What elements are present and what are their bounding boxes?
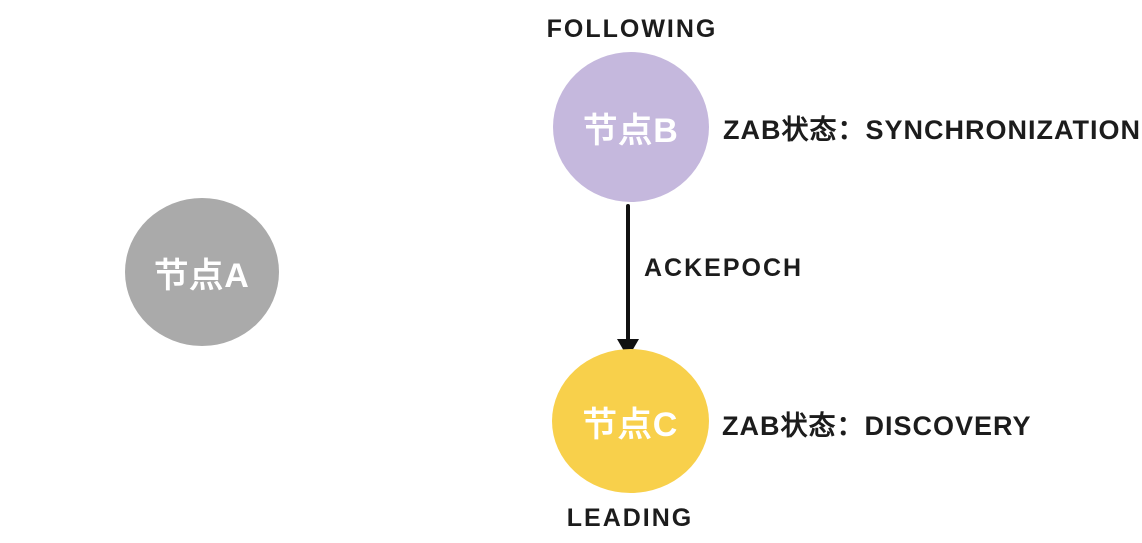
edge-b-to-c-label: ACKEPOCH [644,254,804,282]
edge-b-to-c-line [626,204,630,344]
node-b-zab-status: ZAB状态：SYNCHRONIZATION [723,115,1141,145]
node-c-circle: 节点C [552,349,709,493]
node-c-zab-status: ZAB状态：DISCOVERY [722,411,1032,441]
node-a-label: 节点A [154,256,250,295]
node-b-state-label: FOLLOWING [546,15,718,43]
node-b-circle: 节点B [553,52,709,202]
node-a-circle: 节点A [125,198,279,346]
node-c-label: 节点C [582,405,679,444]
node-c-state-label: LEADING [566,504,694,532]
node-b-label: 节点B [583,111,679,150]
